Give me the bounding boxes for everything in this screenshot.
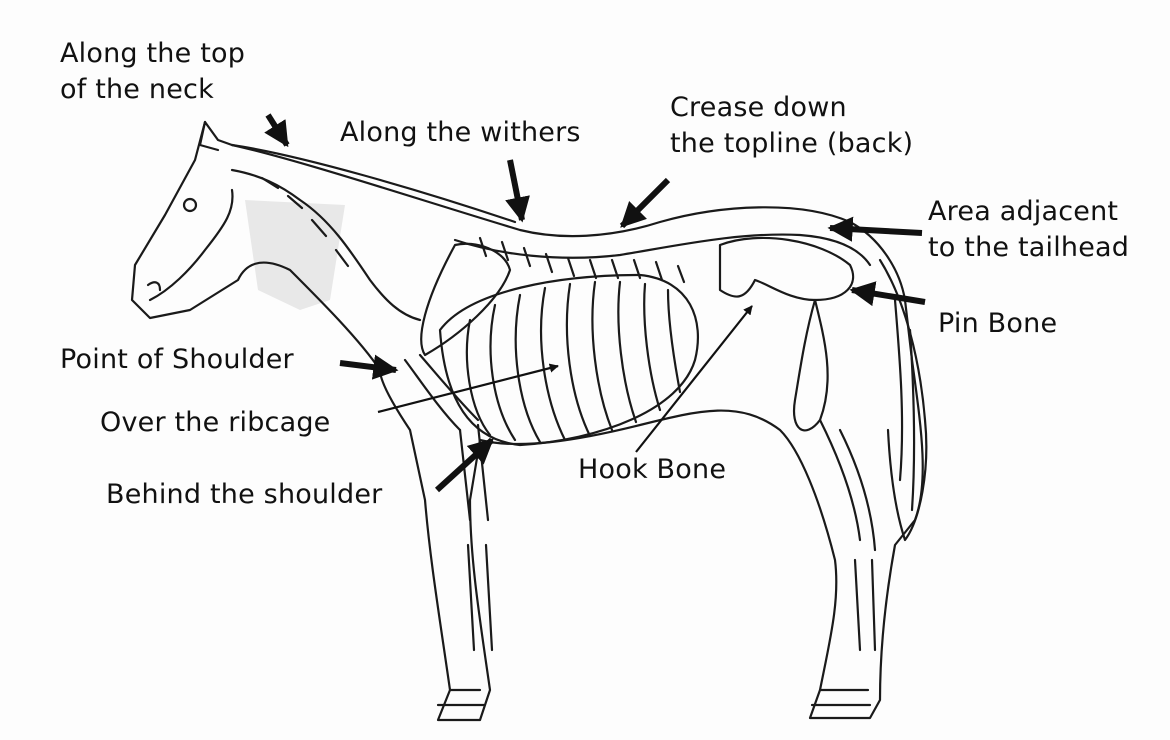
label-hook-bone: Hook Bone [578, 452, 726, 488]
neck-shading [245, 200, 345, 310]
label-tailhead-line1: Area adjacent [928, 194, 1129, 230]
hind-tibia [820, 420, 875, 550]
hind-femur [794, 300, 828, 430]
arrow-tailhead [830, 228, 922, 233]
label-ribcage: Over the ribcage [100, 405, 331, 441]
label-behind-shoulder: Behind the shoulder [106, 477, 382, 513]
pelvis [720, 238, 853, 300]
arrow-pin-bone [852, 290, 925, 302]
arrow-point-of-shoulder [340, 363, 396, 370]
label-crease: Crease down the topline (back) [670, 90, 913, 162]
fore-cannon [468, 545, 492, 650]
label-crease-line2: the topline (back) [670, 126, 913, 162]
label-pin-bone: Pin Bone [938, 306, 1057, 342]
horse-jaw [150, 190, 233, 300]
label-tailhead: Area adjacent to the tailhead [928, 194, 1129, 266]
arrow-hook-bone [636, 306, 752, 452]
scapula [421, 244, 510, 355]
arrow-withers [510, 160, 522, 220]
label-neck-line2: of the neck [60, 72, 245, 108]
label-tailhead-line2: to the tailhead [928, 230, 1129, 266]
hind-cannon [855, 560, 875, 650]
hind-hoof [812, 690, 870, 705]
label-point-of-shoulder: Point of Shoulder [60, 342, 294, 378]
label-neck-line1: Along the top [60, 36, 245, 72]
arrow-crease [622, 180, 668, 226]
label-withers: Along the withers [340, 115, 581, 151]
spine-vertebrae [455, 235, 870, 265]
horse-eye [184, 199, 196, 211]
arrow-neck [268, 115, 287, 145]
horse-nostril [148, 282, 160, 290]
label-crease-line1: Crease down [670, 90, 913, 126]
label-neck: Along the top of the neck [60, 36, 245, 108]
